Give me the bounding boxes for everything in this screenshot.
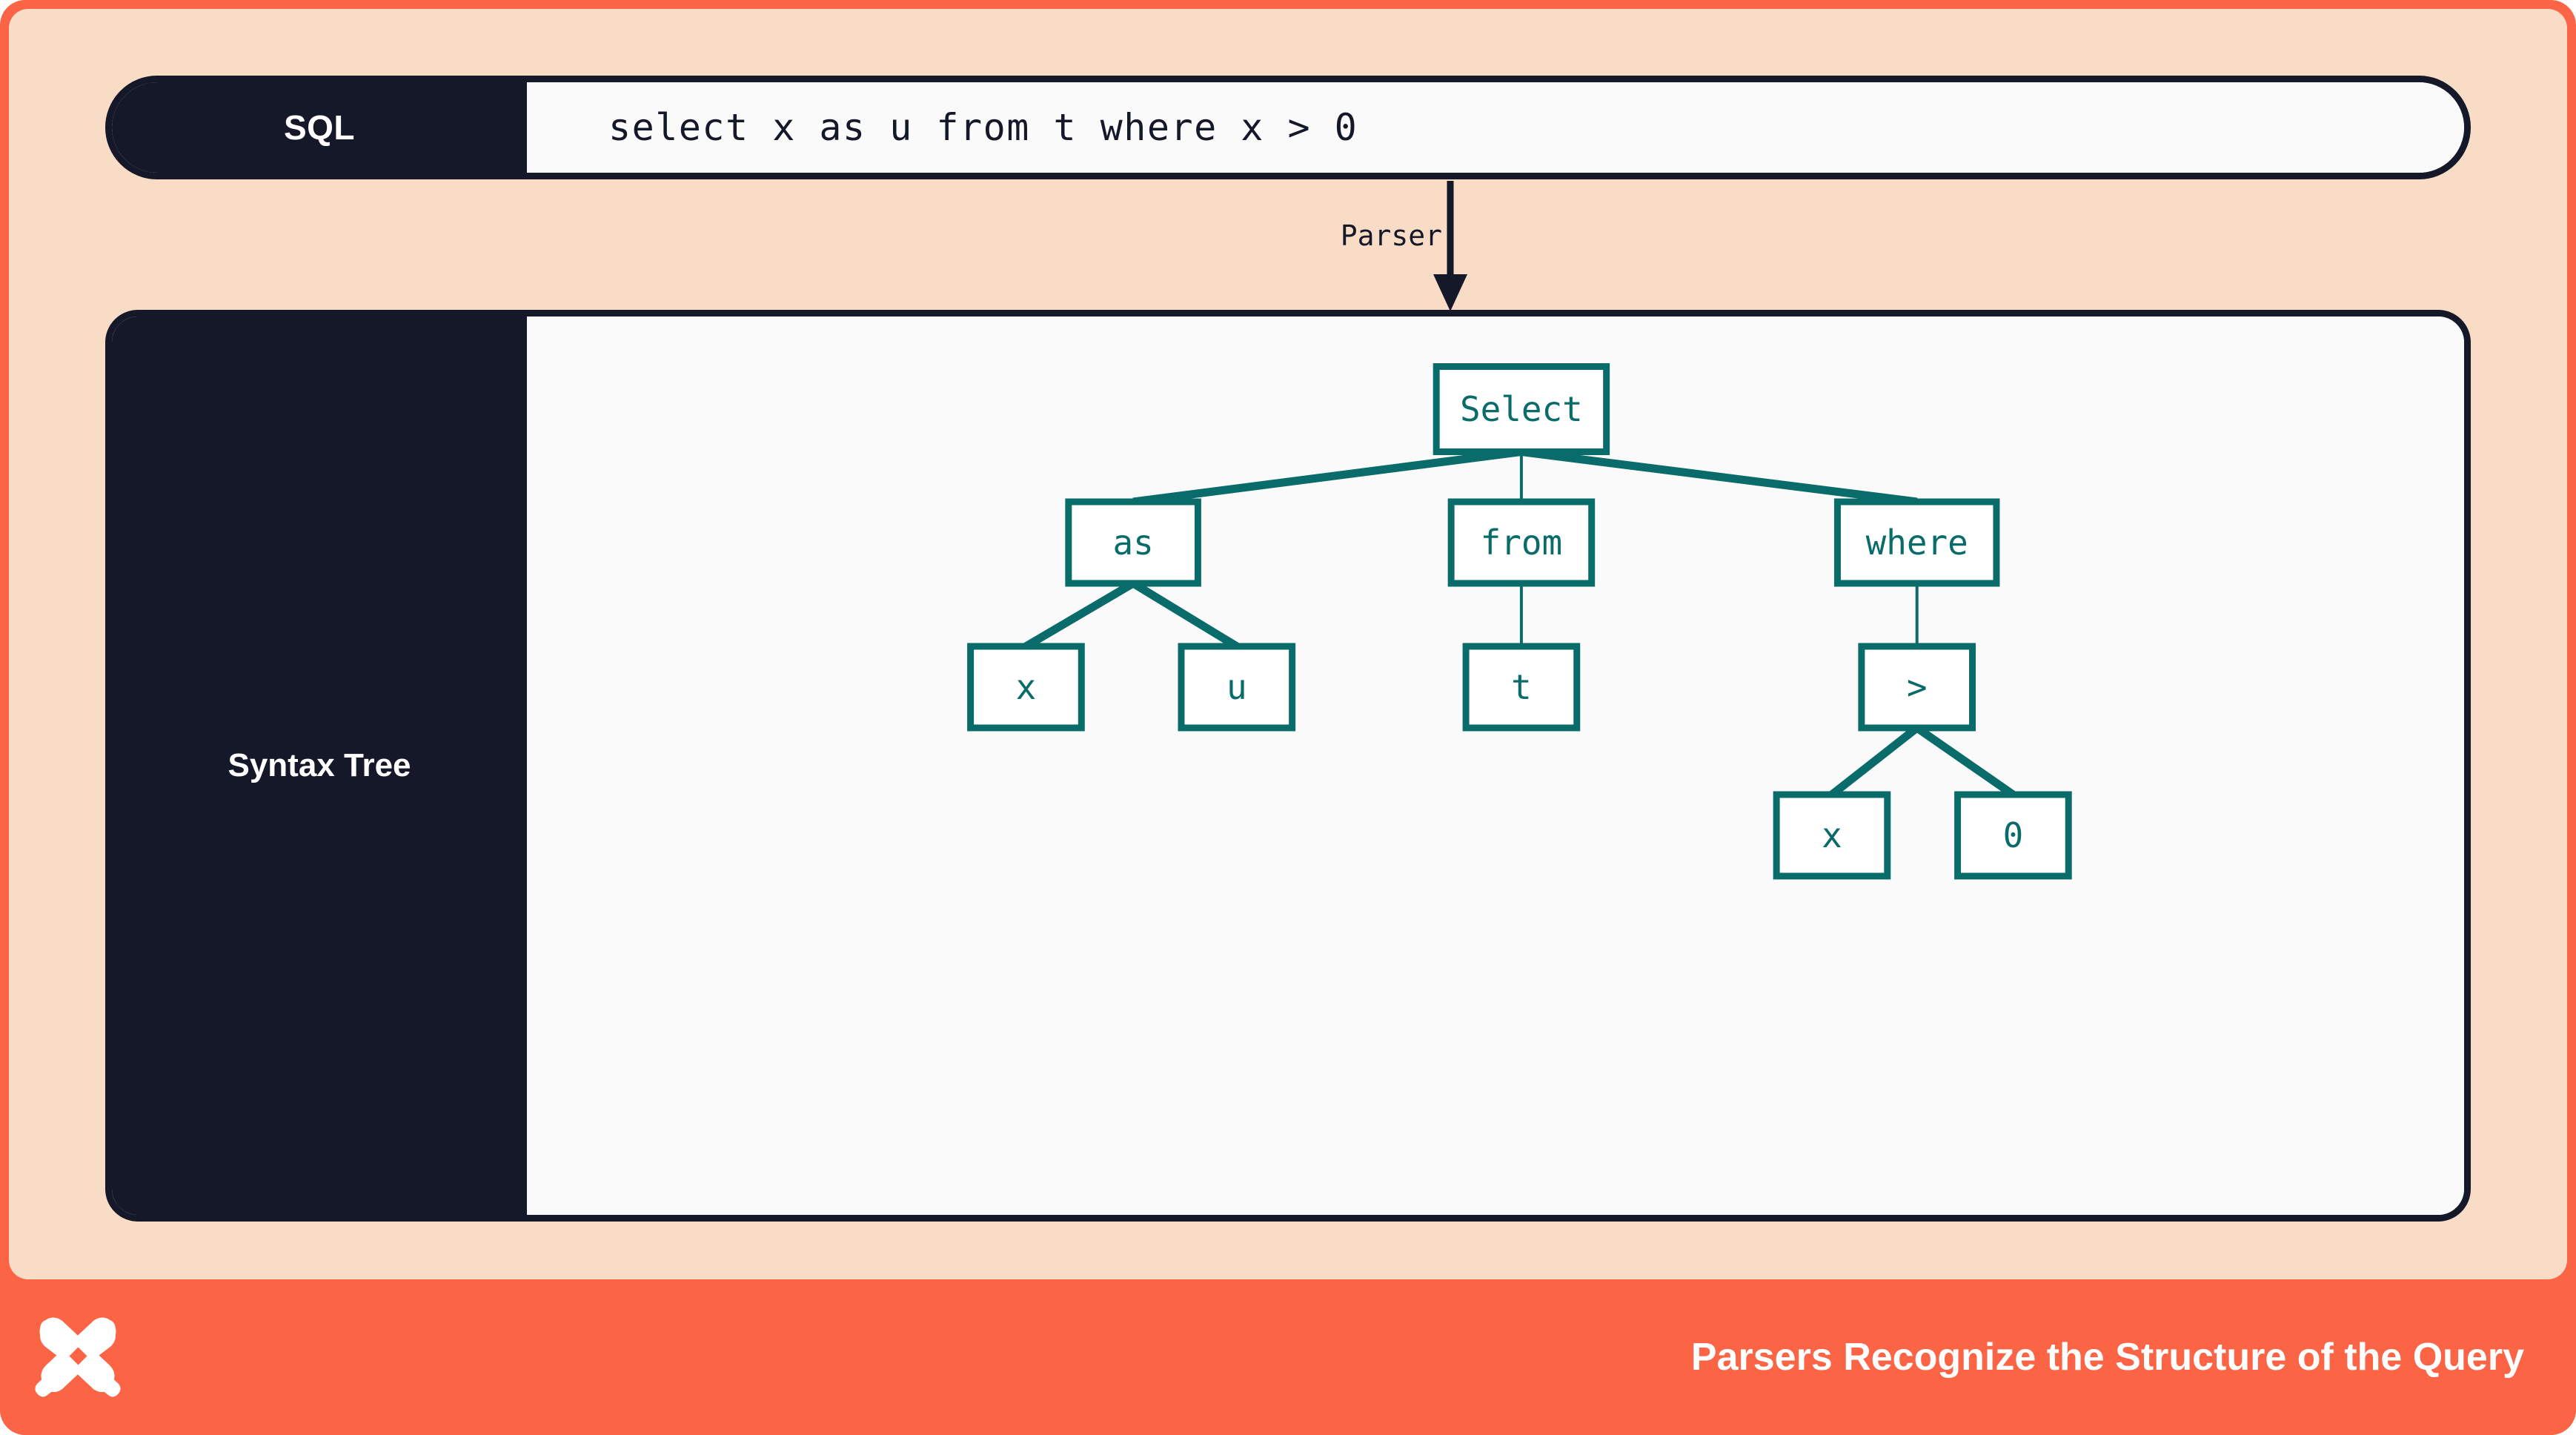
tree-edge [1521,448,1918,506]
tree-node-box [1447,498,1596,587]
tree-node[interactable]: > [1858,643,1976,732]
tree-node[interactable]: Select [1433,363,1610,455]
tree-node-box [1065,498,1201,587]
tree-edge [1914,724,2016,798]
tree-node-label: Select [1460,389,1583,429]
tree-edge [1023,580,1135,650]
tree-node-box [1433,363,1610,455]
footer-bar: Parsers Recognize the Structure of the Q… [0,1279,2576,1435]
syntax-tree-panel: Syntax Tree Select as from where x u t > x 0 [105,310,2471,1222]
tree-node[interactable]: where [1833,498,2000,587]
footer-caption: Parsers Recognize the Structure of the Q… [1690,1336,2524,1379]
tree-node[interactable]: x [967,643,1085,732]
tree-node-label: u [1226,667,1247,707]
tree-node-box [1858,643,1976,732]
tree-node[interactable]: u [1178,643,1296,732]
parser-connector: Parser [1298,181,1491,314]
tree-node-box [1462,643,1581,732]
syntax-tree-label: Syntax Tree [112,317,527,1215]
tree-node-label: x [1016,667,1037,707]
syntax-tree-canvas: Select as from where x u t > x 0 [527,317,2464,1215]
tree-node[interactable]: as [1065,498,1201,587]
tree-node-box [1954,791,2072,880]
tree-node-label: as [1112,523,1153,563]
content-stage: SQL select x as u from t where x > 0 Par… [9,9,2567,1279]
tree-node[interactable]: x [1773,791,1891,880]
sql-query-text[interactable]: select x as u from t where x > 0 [527,82,2464,173]
sql-label: SQL [112,82,527,173]
tree-node[interactable]: 0 [1954,791,2072,880]
sql-input-row: SQL select x as u from t where x > 0 [105,76,2471,179]
tree-edge [1131,580,1239,650]
tree-node-label: from [1481,523,1563,563]
tree-node[interactable]: t [1462,643,1581,732]
tree-node-box [1773,791,1891,880]
tree-edge [1829,724,1920,798]
tree-node-box [967,643,1085,732]
tree-node-box [1833,498,2000,587]
tree-node-label: 0 [2003,815,2024,855]
tree-node-label: > [1907,667,1928,707]
tree-node-label: t [1511,667,1532,707]
tree-node-label: where [1866,523,1968,563]
x-mark-logo-icon [30,1308,126,1404]
tree-node[interactable]: from [1447,498,1596,587]
tree-node-label: x [1822,815,1842,855]
parser-label: Parser [1340,219,1442,252]
arrow-down-icon [1433,181,1467,311]
tree-node-box [1178,643,1296,732]
tree-edge [1132,448,1522,506]
